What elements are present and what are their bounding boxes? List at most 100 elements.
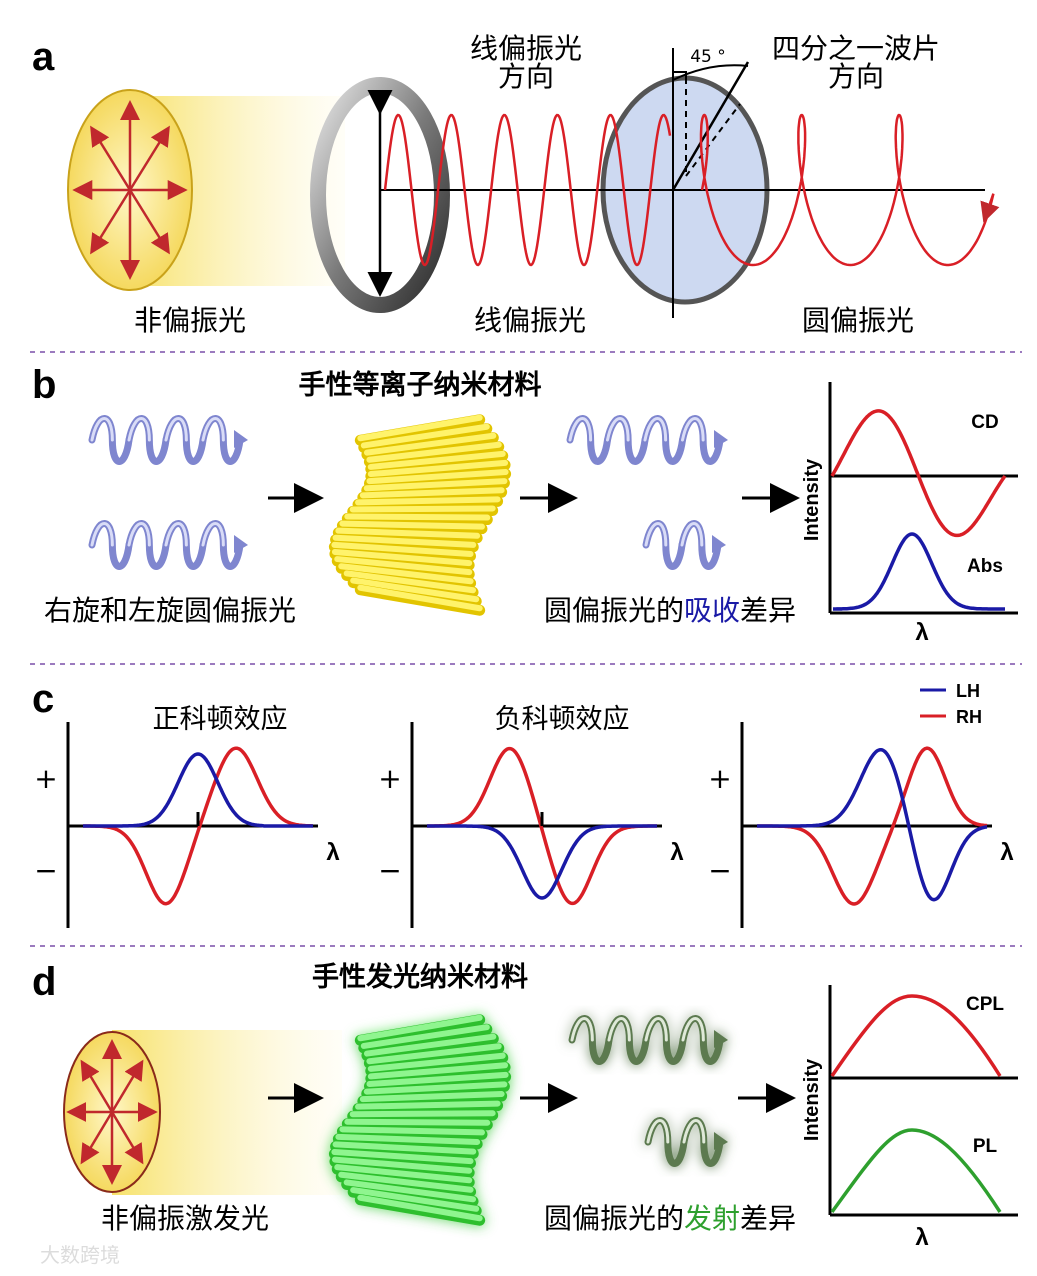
nanorod-highlight <box>332 1141 477 1155</box>
linear-polarized-label: 线偏振光 <box>474 304 586 337</box>
helix-highlight <box>570 1017 594 1042</box>
chiral-plasmonic-nanorods <box>328 414 512 616</box>
cd-curve <box>830 409 1007 538</box>
nanorod-highlight <box>343 1179 477 1203</box>
nanorod-highlight <box>350 1187 480 1212</box>
nanorod-highlight <box>357 584 483 612</box>
nanorod-highlight <box>335 1133 481 1145</box>
helix-highlight <box>681 1017 705 1042</box>
helix-highlight <box>644 522 668 547</box>
dashed-guide-diagonal <box>685 103 741 177</box>
helix-highlight <box>201 522 225 547</box>
nanorod-highlight <box>359 1091 505 1103</box>
nanorod-highlight <box>344 1118 491 1126</box>
linear-direction-label: 线偏振光方向 <box>470 32 582 93</box>
nanorod-highlight <box>366 468 509 485</box>
polarization-arrow <box>128 189 170 255</box>
nanorod-highlight <box>367 1062 509 1080</box>
panel-c-letter: c <box>32 677 54 721</box>
helix-highlight <box>646 1119 670 1144</box>
helix-arrowhead <box>712 535 726 553</box>
excitation-arrows-star <box>66 1039 158 1185</box>
nanorod-highlight <box>360 1024 490 1049</box>
nanorod-highlight <box>360 423 490 449</box>
nanorod-highlight <box>357 1194 483 1222</box>
caption-b-pre: 圆偏振光的 <box>544 594 684 627</box>
lh-curve <box>83 752 313 828</box>
pl-label: PL <box>973 1136 998 1157</box>
lh-curve <box>757 748 988 902</box>
caption-d-pre: 圆偏振光的 <box>544 1202 684 1235</box>
unpolarized-label: 非偏振光 <box>134 304 246 337</box>
panel-b-letter: b <box>32 363 56 407</box>
cpl-pl-plot: CPL PL Intensity λ <box>801 985 1018 1251</box>
transmitted-helix-small <box>642 520 726 570</box>
nanorod-highlight <box>367 459 509 478</box>
helix-highlight <box>682 1119 706 1144</box>
plus-sign: + <box>378 762 401 795</box>
legend-lh-label: LH <box>956 681 980 701</box>
caption-d-highlight: 发射 <box>684 1202 740 1235</box>
nanorod-highlight <box>357 414 483 442</box>
nanorod-highlight <box>357 1014 483 1042</box>
label-line: 线偏振光 <box>470 32 582 65</box>
helix-highlight <box>606 417 630 442</box>
cotton-xlabel: λ <box>326 839 339 866</box>
minus-sign: − <box>378 854 401 887</box>
cotton-xlabel: λ <box>670 839 683 866</box>
helix-highlight <box>644 1017 668 1042</box>
helix-highlight <box>90 417 114 442</box>
polarization-arrow <box>110 1111 144 1165</box>
abs-curve <box>833 532 1005 611</box>
polarizer-ring <box>310 77 450 313</box>
emitted-helix-small <box>644 1117 728 1167</box>
cd-plot-ylabel: Intensity <box>801 458 823 541</box>
nanorod-highlight <box>338 1171 474 1193</box>
polarization-arrow <box>90 189 132 255</box>
helix-highlight <box>680 522 704 547</box>
rh-curve <box>83 746 313 906</box>
nanorod-highlight <box>350 577 480 603</box>
circular-polarized-label: 圆偏振光 <box>802 304 914 337</box>
angle-bracket <box>673 71 687 78</box>
quarter-wave-direction-label: 四分之一波片方向 <box>772 32 940 93</box>
panel-b-right-caption: 圆偏振光的吸收差异 <box>544 594 796 627</box>
panel-d-right-caption: 圆偏振光的发射差异 <box>544 1202 796 1235</box>
nanorod-highlight <box>344 513 491 521</box>
emitted-helix-large <box>568 1015 728 1065</box>
nanorod-highlight <box>367 1052 506 1072</box>
cd-abs-plot: CD Abs Intensity λ <box>801 382 1018 646</box>
chiral-luminescent-nanorods <box>328 1014 512 1226</box>
helix-arrowhead <box>714 1132 728 1150</box>
plus-sign: + <box>34 762 57 795</box>
helix-highlight <box>90 522 114 547</box>
panel-d-left-caption: 非偏振激发光 <box>101 1202 269 1235</box>
nanorod-highlight <box>363 1033 497 1057</box>
nanorod-highlight <box>335 527 481 539</box>
helix-arrowhead <box>714 430 728 448</box>
caption-b-post: 差异 <box>740 594 796 627</box>
panel-c: c 正科顿效应 负科顿效应 LH RH +−λ+−λ+−λ <box>32 677 1014 928</box>
cotton-xlabel: λ <box>1000 839 1013 866</box>
nanorod-highlight <box>355 1100 501 1110</box>
nanorod-highlight <box>366 1071 509 1088</box>
caption-d-post: 差异 <box>740 1202 796 1235</box>
minus-sign: − <box>34 854 57 887</box>
cd-label: CD <box>971 412 998 433</box>
cpl-curve <box>830 994 1002 1077</box>
nanorod-highlight <box>334 556 473 576</box>
pl-curve <box>830 1128 1002 1214</box>
polarization-arrow <box>110 1059 144 1113</box>
angle-label: 45 ° <box>690 47 726 67</box>
nanorod-highlight <box>355 496 501 506</box>
helix-highlight <box>164 417 188 442</box>
positive-cotton-title: 正科顿效应 <box>153 704 288 735</box>
abs-label: Abs <box>967 556 1003 577</box>
label-line: 四分之一波片 <box>772 32 940 65</box>
nanorod-highlight <box>349 1110 496 1118</box>
legend-rh-label: RH <box>956 707 982 727</box>
nanorod-highlight <box>331 541 474 558</box>
nanorod-highlight <box>349 505 496 513</box>
caption-b-highlight: 吸收 <box>684 594 740 627</box>
